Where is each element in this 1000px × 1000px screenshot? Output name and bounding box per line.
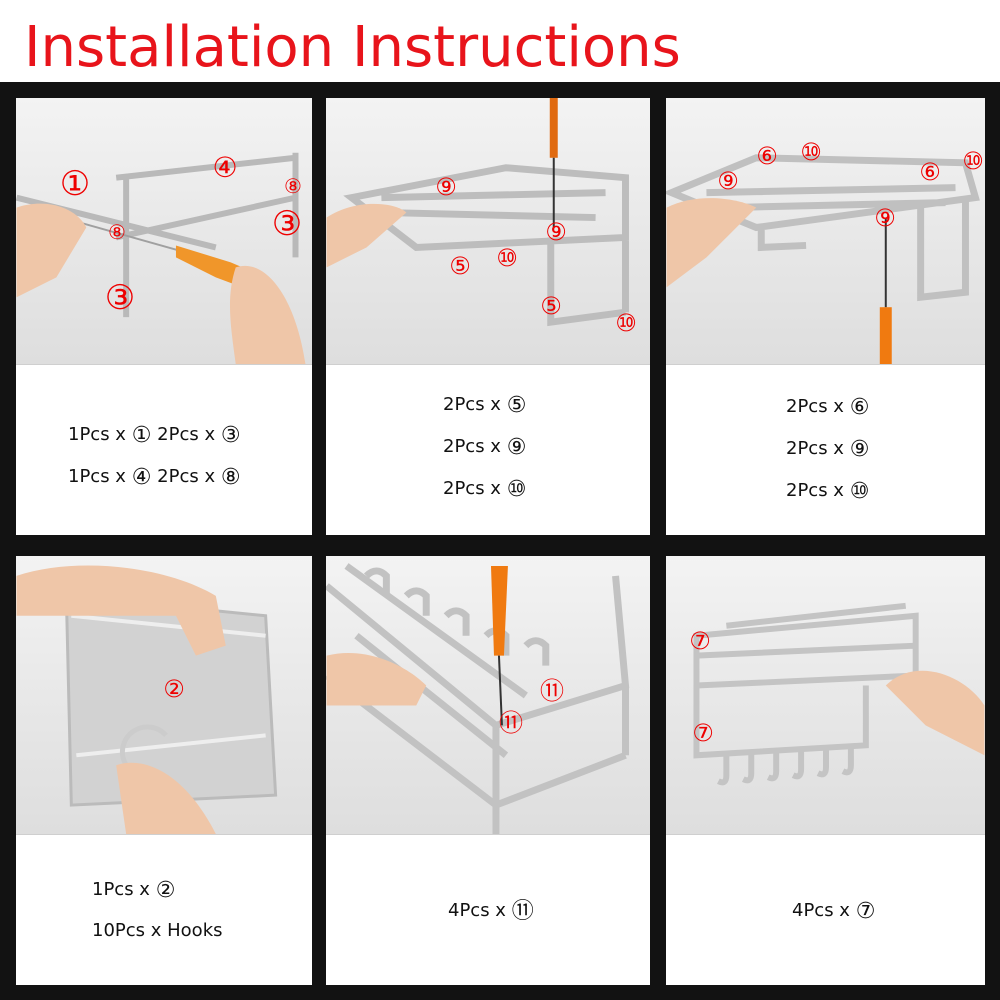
caption-text: 2Pcs x	[157, 424, 216, 445]
step-1-photo: ① ④ ⑧ ⑧ ③ ③	[16, 98, 312, 365]
caption-text: 2Pcs x	[786, 438, 844, 459]
parts-line: 2Pcs x ⑩	[786, 481, 869, 503]
part-label: ②	[163, 675, 185, 703]
step-2-panel: ⑨ ⑨ ⑤ ⑩ ⑤ ⑩ 2Pcs x ⑤ 2Pcs x ⑨ 2Pcs x ⑩	[326, 98, 650, 535]
step-4-panel: ② 1Pcs x ② 10Pcs x Hooks	[16, 556, 312, 985]
part-label: ⑦	[689, 627, 711, 655]
parts-line: 10Pcs x Hooks	[92, 922, 223, 940]
caption-text: ④	[131, 465, 152, 490]
caption-text: 2Pcs x	[443, 394, 501, 415]
part-label: ⑥	[919, 158, 941, 186]
caption-text: ⑧	[220, 465, 241, 490]
part-label: ⑤	[540, 292, 562, 320]
caption-text: 2Pcs x	[157, 466, 216, 487]
parts-line: 2Pcs x ⑨	[786, 439, 869, 461]
caption-text: 2Pcs x	[786, 396, 844, 417]
part-label: ④	[212, 151, 238, 184]
part-label: ⑪	[540, 677, 564, 705]
part-label: ⑪	[499, 709, 523, 737]
parts-line: 2Pcs x ⑩	[443, 479, 526, 501]
part-label: ⑩	[615, 309, 637, 337]
step-2-photo: ⑨ ⑨ ⑤ ⑩ ⑤ ⑩	[326, 98, 650, 365]
parts-line: 4Pcs x ⑦	[792, 901, 875, 923]
parts-line: 2Pcs x ⑤	[443, 395, 526, 417]
caption-text: ⑨	[506, 435, 527, 460]
caption-text: ⑨	[849, 437, 870, 462]
part-label: ③	[271, 204, 303, 244]
caption-text: 2Pcs x	[443, 478, 501, 499]
part-label: ⑧	[284, 174, 302, 198]
step-5-panel: ⑪ ⑪ 4Pcs x ⑪	[326, 556, 650, 985]
part-label: ⑨	[874, 204, 896, 232]
part-label: ⑩	[962, 147, 984, 175]
parts-line: 1Pcs x ④ 2Pcs x ⑧	[68, 467, 241, 489]
caption-text: ⑩	[506, 477, 527, 502]
caption-text: ②	[155, 878, 176, 903]
step-3-photo: ⑥ ⑩ ⑥ ⑩ ⑨ ⑨	[666, 98, 985, 365]
step-1-panel: ① ④ ⑧ ⑧ ③ ③ 1Pcs x ① 2Pcs x ③ 1Pcs x ④ 2…	[16, 98, 312, 535]
page-title: Installation Instructions	[24, 15, 681, 80]
part-label: ⑩	[800, 138, 822, 166]
part-label: ⑨	[717, 167, 739, 195]
part-label: ⑨	[435, 173, 457, 201]
part-label: ⑤	[449, 252, 471, 280]
part-label: ⑨	[545, 218, 567, 246]
caption-text: ⑥	[849, 395, 870, 420]
part-label: ⑦	[692, 719, 714, 747]
caption-text: 1Pcs x	[68, 424, 126, 445]
step-5-photo: ⑪ ⑪	[326, 556, 650, 835]
caption-text: ⑦	[855, 899, 876, 924]
caption-text: 4Pcs x	[792, 900, 850, 921]
parts-line: 2Pcs x ⑨	[443, 437, 526, 459]
caption-text: 4Pcs x	[448, 900, 506, 921]
parts-line: 4Pcs x ⑪	[448, 901, 534, 923]
step-3-panel: ⑥ ⑩ ⑥ ⑩ ⑨ ⑨ 2Pcs x ⑥ 2Pcs x ⑨ 2Pcs x ⑩	[666, 98, 985, 535]
parts-line: 2Pcs x ⑥	[786, 397, 869, 419]
caption-text: ①	[131, 423, 152, 448]
parts-line: 1Pcs x ②	[92, 880, 175, 902]
caption-text: 10Pcs x Hooks	[92, 920, 223, 941]
caption-text: ⑤	[506, 393, 527, 418]
caption-text: 2Pcs x	[443, 436, 501, 457]
caption-text: 1Pcs x	[92, 879, 150, 900]
caption-text: ⑪	[511, 899, 534, 924]
part-label: ⑥	[756, 142, 778, 170]
parts-line: 1Pcs x ① 2Pcs x ③	[68, 425, 241, 447]
caption-text: ⑩	[849, 479, 870, 504]
part-label: ③	[104, 278, 136, 318]
part-label: ⑧	[108, 220, 126, 244]
step-4-photo: ②	[16, 556, 312, 835]
caption-text: ③	[220, 423, 241, 448]
step-6-panel: ⑦ ⑦ 4Pcs x ⑦	[666, 556, 985, 985]
caption-text: 2Pcs x	[786, 480, 844, 501]
part-label: ①	[59, 164, 91, 204]
caption-text: 1Pcs x	[68, 466, 126, 487]
step-6-photo: ⑦ ⑦	[666, 556, 985, 835]
part-label: ⑩	[496, 244, 518, 272]
